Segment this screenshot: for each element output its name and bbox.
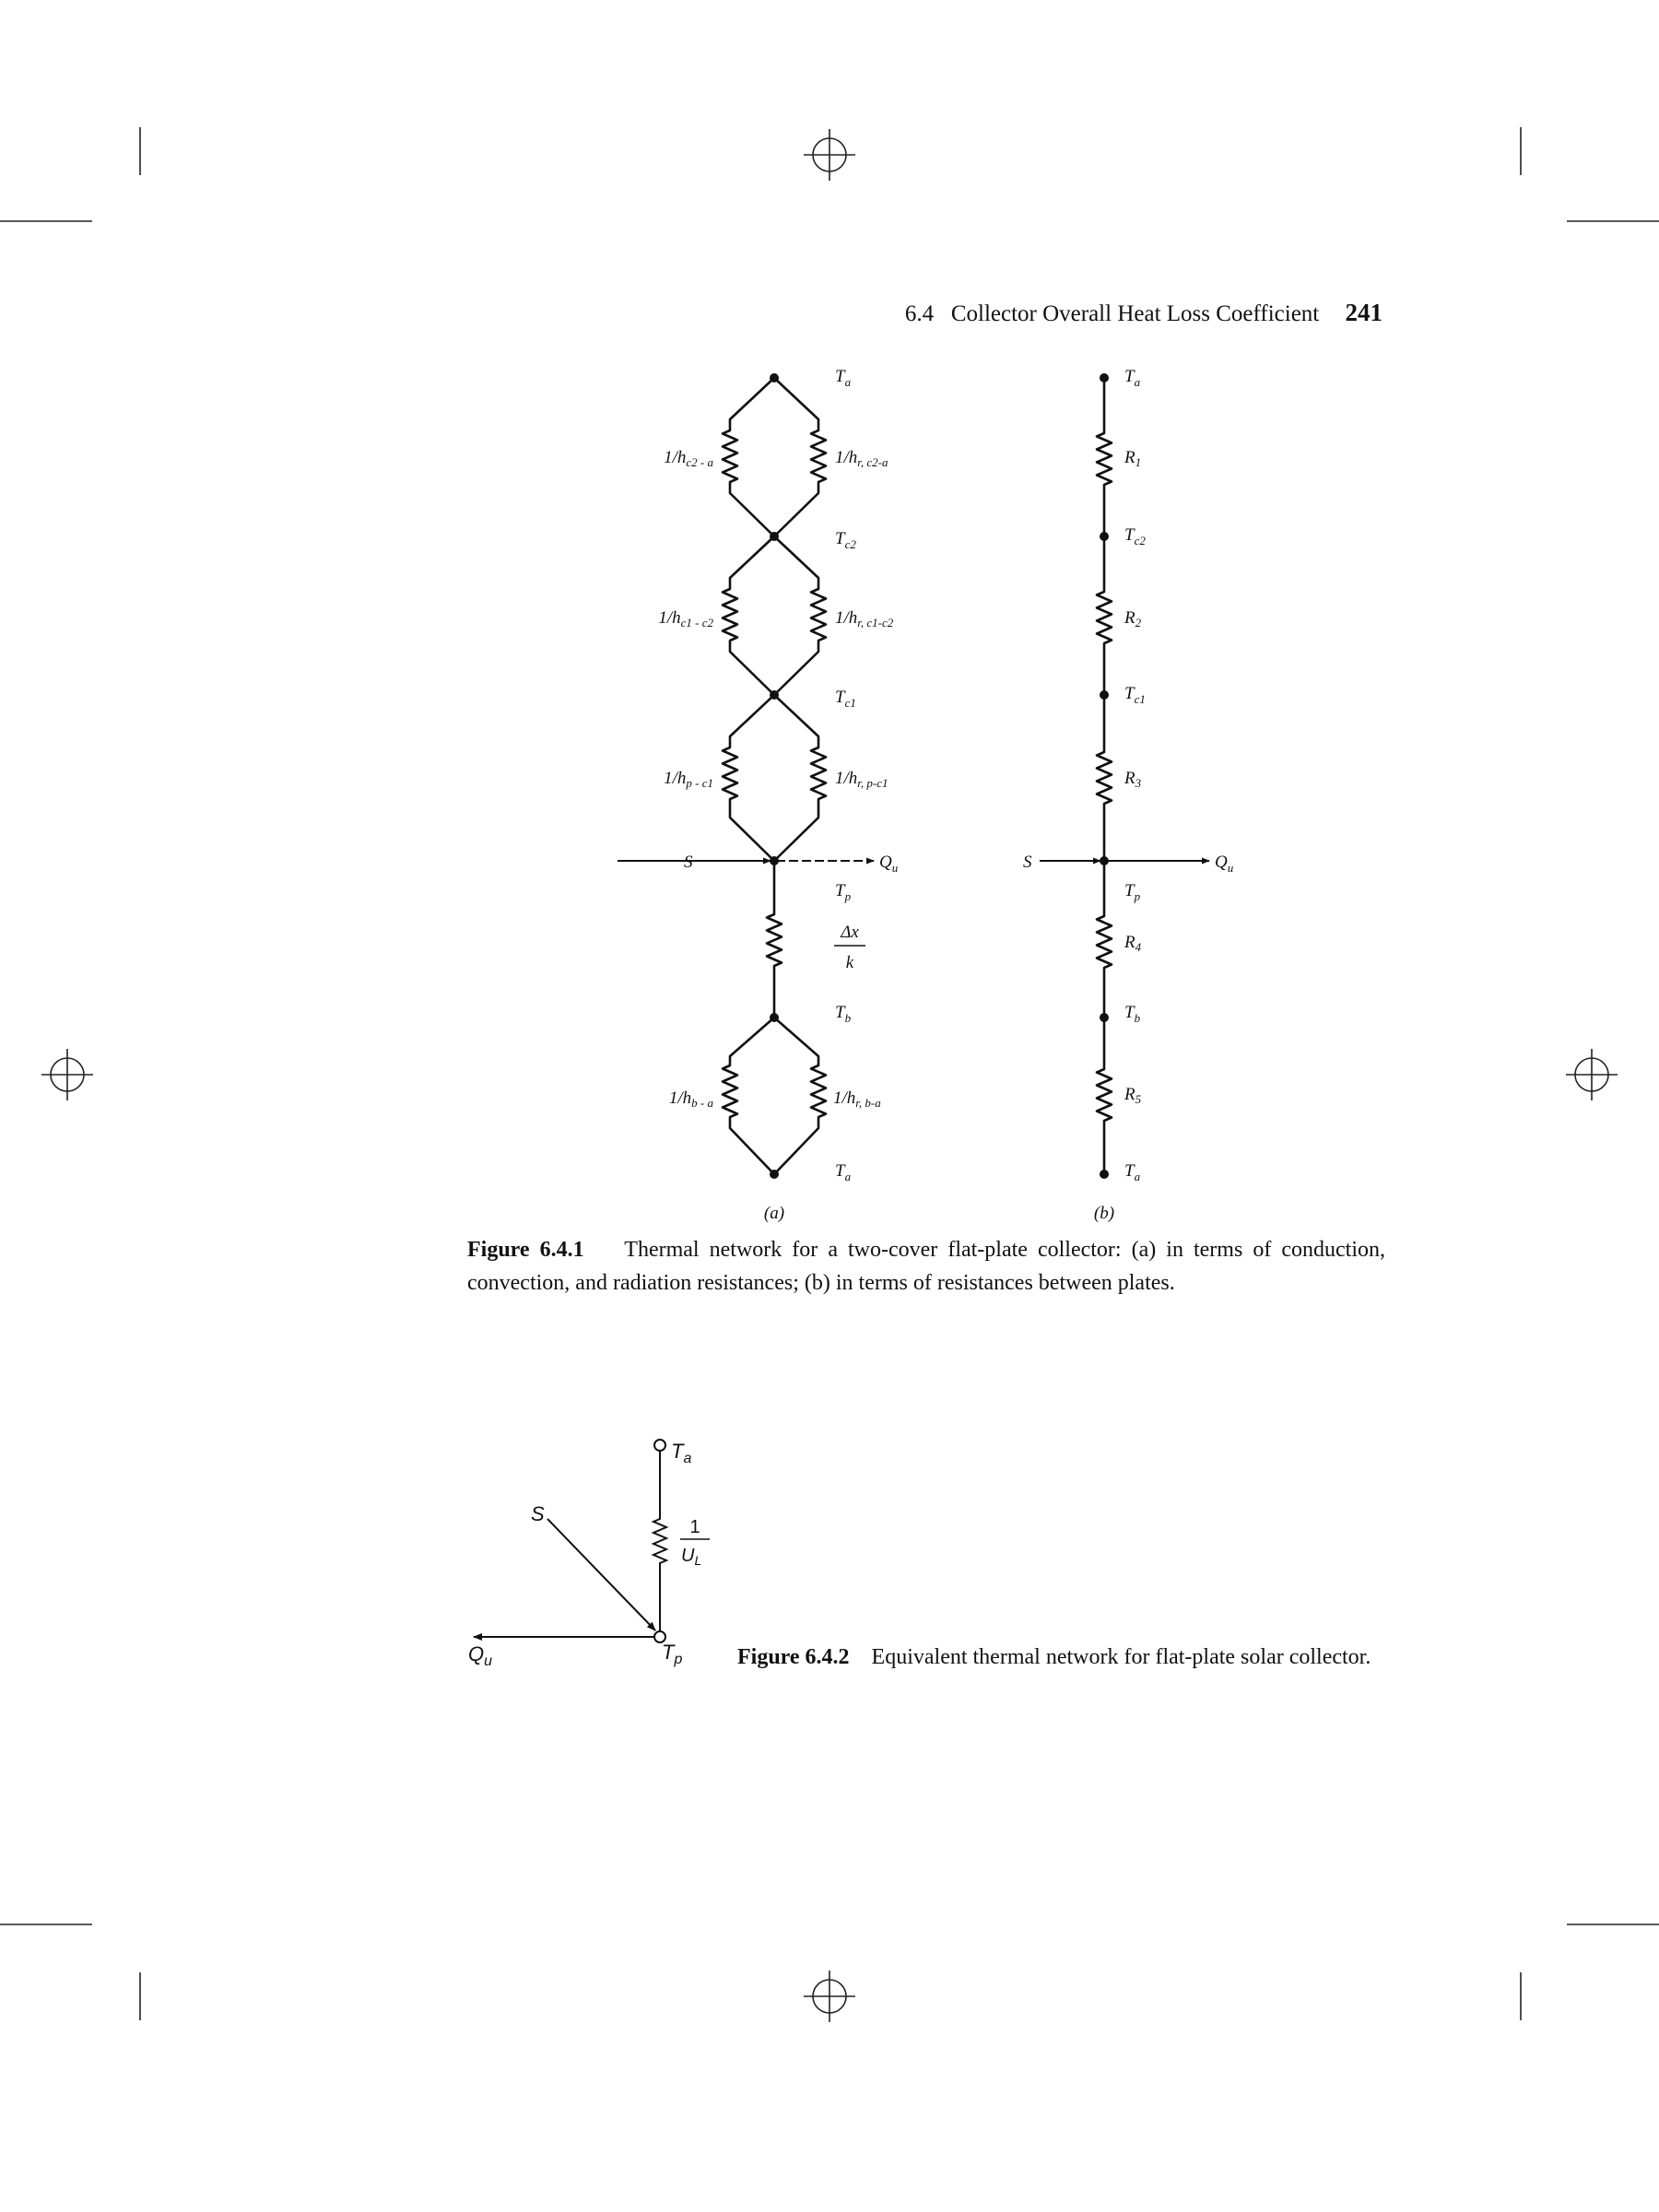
label-output-a: Qu — [879, 853, 899, 875]
resistor-r1 — [1095, 378, 1113, 536]
label-r-p-c1: 1/hp - c1 — [664, 769, 713, 790]
label-b-tp: Tp — [1124, 881, 1141, 903]
panel-b-network — [1040, 378, 1210, 1174]
label-r3: R3 — [1124, 769, 1142, 790]
label-source-b: S — [1023, 853, 1032, 872]
label-qu: Qu — [468, 1642, 492, 1669]
label-conduction-denominator: k — [846, 953, 854, 972]
terminal-tp — [653, 1630, 666, 1643]
panel-a-network — [618, 377, 875, 1175]
node-b-tc1 — [1100, 690, 1109, 700]
node-b-ta-bottom — [1100, 1170, 1109, 1179]
branch-c1-c2-left — [721, 535, 775, 696]
label-b-ta-bottom: Ta — [1124, 1161, 1141, 1183]
label-r-rad-p-c1: 1/hr, p-c1 — [835, 769, 888, 790]
resistor-1-over-ul — [651, 1451, 669, 1631]
caption-label-2: Figure 6.4.2 — [737, 1645, 850, 1669]
panel-b-nodes — [1100, 373, 1109, 1179]
page-number: 241 — [1345, 299, 1383, 326]
section-title: Collector Overall Heat Loss Coefficient — [950, 301, 1320, 326]
label-tp: Tp — [835, 881, 852, 903]
branch-p-c1-right — [773, 694, 828, 862]
node-tc1 — [770, 690, 779, 700]
figure-6-4-2-labels: Ta Tp S Qu 1 UL — [468, 1440, 710, 1669]
figure-6-4-1-caption: Figure 6.4.1 Thermal network for a two-c… — [467, 1233, 1385, 1300]
resistor-r4 — [1095, 861, 1113, 1018]
label-tp: Tp — [662, 1641, 682, 1667]
terminal-ta — [653, 1439, 666, 1452]
resistor-r3 — [1095, 695, 1113, 861]
label-r-c1-c2: 1/hc1 - c2 — [658, 608, 713, 629]
resistor-r5 — [1095, 1018, 1113, 1174]
registration-mark-top — [804, 129, 855, 181]
branch-c2-a-left — [721, 377, 775, 537]
resistor-r2 — [1095, 536, 1113, 695]
branch-b-a-left — [721, 1017, 775, 1175]
panel-b-labels: Ta Tc2 Tc1 Tp Tb Ta R1 R2 R3 R4 R5 S Qu … — [1023, 367, 1234, 1223]
node-b-tp — [1100, 856, 1109, 865]
label-r-rad-c1-c2: 1/hr, c1-c2 — [835, 608, 894, 629]
running-header: 6.4 Collector Overall Heat Loss Coeffici… — [905, 299, 1382, 327]
label-r5: R5 — [1124, 1085, 1142, 1106]
registration-mark-right — [1566, 1049, 1618, 1100]
label-r-b-a: 1/hb - a — [669, 1088, 714, 1110]
section-number: 6.4 — [904, 301, 935, 326]
node-ta-bottom — [770, 1170, 779, 1179]
source-arrow-s — [547, 1518, 656, 1631]
caption-label: Figure 6.4.1 — [467, 1238, 584, 1262]
node-tb — [770, 1013, 779, 1022]
label-ta-bottom: Ta — [835, 1161, 852, 1183]
node-b-ta-top — [1100, 373, 1109, 382]
label-r4: R4 — [1124, 933, 1142, 954]
label-s: S — [531, 1502, 545, 1525]
branch-b-a-right — [773, 1017, 828, 1175]
node-b-tb — [1100, 1013, 1109, 1022]
label-output-b: Qu — [1215, 853, 1234, 875]
label-r1: R1 — [1124, 448, 1141, 469]
caption-text: Thermal network for a two-cover flat-pla… — [467, 1238, 1386, 1295]
label-r-c2-a: 1/hc2 - a — [664, 448, 713, 469]
branch-c1-c2-right — [773, 535, 828, 696]
label-b-ta-top: Ta — [1124, 367, 1141, 389]
registration-mark-left — [41, 1049, 93, 1100]
label-tc1: Tc1 — [835, 688, 856, 710]
branch-p-c1-left — [721, 694, 775, 862]
label-ul-numerator: 1 — [689, 1517, 700, 1537]
node-b-tc2 — [1100, 532, 1109, 541]
node-tc2 — [770, 532, 779, 541]
branch-c2-a-right — [773, 377, 828, 537]
label-conduction-numerator: Δx — [840, 923, 859, 942]
label-r-rad-b-a: 1/hr, b-a — [833, 1088, 881, 1110]
label-ta-top: Ta — [835, 367, 852, 389]
panel-a-labels: Ta Tc2 Tc1 Tp Tb Ta 1/hc2 - a 1/hr, c2-a… — [658, 367, 898, 1223]
label-source-a: S — [684, 853, 693, 872]
label-ta: Ta — [671, 1440, 691, 1466]
label-b-tc1: Tc1 — [1124, 684, 1146, 706]
caption-text-2: Equivalent thermal network for flat-plat… — [871, 1645, 1371, 1669]
label-tb: Tb — [835, 1003, 852, 1025]
figure-6-4-2-caption: Figure 6.4.2 Equivalent thermal network … — [737, 1641, 1392, 1674]
label-tc2: Tc2 — [835, 529, 856, 551]
node-ta-top — [770, 373, 779, 382]
panel-a-sublabel: (a) — [764, 1204, 784, 1223]
registration-mark-bottom — [804, 1971, 855, 2022]
panel-b-sublabel: (b) — [1094, 1204, 1114, 1223]
label-b-tc2: Tc2 — [1124, 525, 1146, 547]
label-r-rad-c2-a: 1/hr, c2-a — [835, 448, 888, 469]
label-r2: R2 — [1124, 608, 1142, 629]
node-tp — [770, 856, 779, 865]
resistor-conduction — [765, 861, 783, 1018]
label-b-tb: Tb — [1124, 1003, 1141, 1025]
panel-a-nodes — [770, 373, 779, 1179]
label-ul-denominator: UL — [681, 1546, 701, 1568]
